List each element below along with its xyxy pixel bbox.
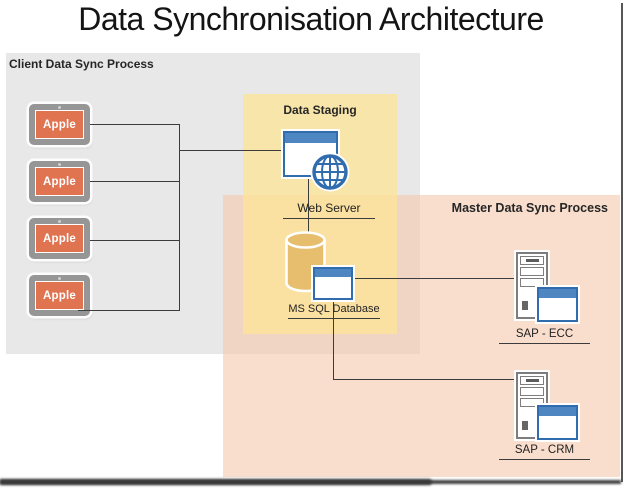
sap-ecc-caption: SAP - ECC — [499, 328, 590, 344]
image-shadow-bottom-left — [0, 479, 432, 485]
tablet-icon: Apple — [29, 104, 90, 145]
ms-sql-caption: MS SQL Database — [288, 303, 380, 319]
image-border-right — [621, 3, 623, 482]
server-slat — [520, 267, 544, 276]
device-label: Apple — [43, 118, 76, 131]
tablet-screen: Apple — [35, 167, 84, 196]
server-slat — [520, 398, 544, 407]
connector-line — [179, 150, 283, 152]
tablet-screen: Apple — [35, 224, 84, 253]
server-tower-icon — [516, 252, 548, 319]
camera-dot-icon — [58, 277, 61, 280]
server-vent — [525, 378, 539, 382]
connector-line — [90, 240, 179, 242]
server-power-button — [522, 301, 528, 310]
connector-line — [333, 300, 335, 379]
tablet-icon: Apple — [29, 161, 90, 202]
tablet-icon: Apple — [29, 275, 90, 316]
tablet-screen: Apple — [35, 281, 84, 310]
server-slat — [520, 376, 544, 385]
app-window-icon — [537, 287, 578, 322]
connector-line — [353, 278, 517, 280]
camera-dot-icon — [58, 220, 61, 223]
sap-crm-caption: SAP - CRM — [499, 444, 590, 460]
server-power-button — [522, 421, 528, 430]
device-label: Apple — [43, 289, 76, 302]
window-titlebar — [315, 269, 351, 277]
connector-line — [308, 177, 310, 237]
connector-line — [78, 310, 179, 312]
server-slat — [520, 387, 544, 396]
web-server-caption: Web Server — [283, 201, 375, 219]
window-titlebar — [539, 407, 576, 416]
region-master-label: Master Data Sync Process — [451, 201, 608, 215]
window-titlebar — [285, 133, 336, 143]
connector-bus-line — [179, 124, 181, 311]
device-label: Apple — [43, 175, 76, 188]
camera-dot-icon — [58, 163, 61, 166]
tablet-icon: Apple — [29, 218, 90, 259]
region-staging-label: Data Staging — [283, 103, 357, 117]
server-vent — [525, 258, 539, 262]
connector-line — [90, 181, 179, 183]
connector-line — [333, 379, 517, 381]
app-window-icon — [313, 267, 353, 300]
globe-icon — [310, 152, 350, 192]
server-slat — [520, 256, 544, 265]
tablet-screen: Apple — [35, 110, 84, 139]
window-titlebar — [539, 289, 576, 298]
camera-dot-icon — [58, 106, 61, 109]
app-window-icon — [537, 405, 578, 440]
device-label: Apple — [43, 232, 76, 245]
region-client-label: Client Data Sync Process — [9, 57, 154, 71]
diagram-title: Data Synchronisation Architecture — [78, 1, 544, 37]
server-slat — [520, 278, 544, 287]
connector-line — [90, 124, 179, 126]
